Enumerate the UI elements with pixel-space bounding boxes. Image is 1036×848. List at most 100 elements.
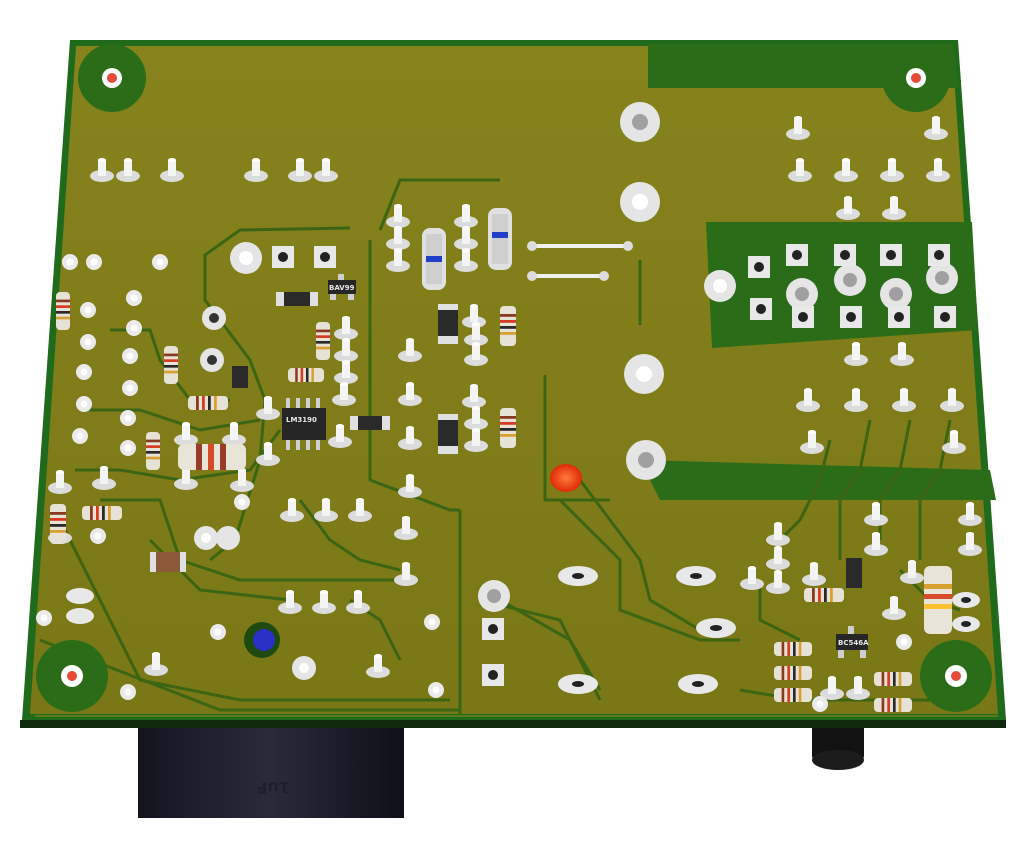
pin <box>312 590 336 614</box>
large-pad <box>200 348 224 372</box>
electrolytic-capacitor <box>812 724 864 770</box>
large-pad <box>624 354 664 394</box>
pin <box>940 388 964 412</box>
large-pad <box>194 526 218 550</box>
square-pad <box>314 246 336 268</box>
via <box>122 380 138 396</box>
pin <box>796 388 820 412</box>
ic-label: LM3190 <box>286 416 317 424</box>
transistor-bc546a: BC546A <box>836 626 869 658</box>
pin <box>278 590 302 614</box>
oval-pad <box>952 592 980 608</box>
smd-capacitor <box>150 552 186 572</box>
pin <box>144 652 168 676</box>
capacitor-label: 1uF <box>257 778 290 797</box>
glass-diode <box>488 208 512 270</box>
diode-label: BAV99 <box>329 284 355 292</box>
square-pad <box>482 618 504 640</box>
pin <box>900 560 924 584</box>
via <box>80 302 96 318</box>
pin <box>346 590 370 614</box>
large-pad <box>478 580 510 612</box>
glass-diodes <box>422 208 512 290</box>
pin <box>846 676 870 700</box>
pcb-board <box>20 40 1006 728</box>
mounting-hole-top-right <box>882 44 950 112</box>
via <box>36 610 52 626</box>
pin <box>222 422 246 446</box>
resistor <box>82 506 122 520</box>
large-pad <box>786 278 818 310</box>
clearance-lower-right <box>640 460 996 500</box>
resistor <box>164 346 178 384</box>
pin <box>334 338 358 362</box>
pin <box>820 676 844 700</box>
pin <box>288 158 312 182</box>
pin <box>174 422 198 446</box>
pin <box>280 498 304 522</box>
smd-diode <box>846 558 862 588</box>
pin <box>464 342 488 366</box>
via <box>76 364 92 380</box>
square-pad <box>880 244 902 266</box>
resistor <box>874 672 912 686</box>
pin <box>464 428 488 452</box>
mounting-hole-top-left <box>78 44 146 112</box>
jumper-wires <box>527 241 633 281</box>
via <box>126 320 142 336</box>
pin <box>394 562 418 586</box>
oval-pad <box>66 608 94 624</box>
square-pads <box>272 244 956 686</box>
oval-pad <box>66 588 94 604</box>
via <box>424 614 440 630</box>
square-pad <box>748 256 770 278</box>
pin <box>90 158 114 182</box>
resistor <box>500 408 516 448</box>
via <box>126 290 142 306</box>
pin <box>230 468 254 492</box>
pin <box>48 470 72 494</box>
via <box>120 684 136 700</box>
via <box>122 348 138 364</box>
resistor <box>874 698 912 712</box>
pin <box>394 516 418 540</box>
pin <box>160 158 184 182</box>
resistor <box>188 396 228 410</box>
resistor-group <box>50 292 912 712</box>
via <box>210 624 226 640</box>
resistor <box>774 688 812 702</box>
oval-pad <box>676 566 716 586</box>
resistor <box>804 588 844 602</box>
square-pad <box>792 306 814 328</box>
resistor <box>500 306 516 346</box>
via <box>152 254 168 270</box>
pin <box>328 424 352 448</box>
oval-pads <box>66 566 980 694</box>
via <box>120 440 136 456</box>
pin <box>398 382 422 406</box>
via <box>896 634 912 650</box>
pin <box>454 204 478 228</box>
square-pad <box>888 306 910 328</box>
pin <box>256 442 280 466</box>
pin <box>256 396 280 420</box>
copper-pour <box>30 46 998 714</box>
resistor <box>774 666 812 680</box>
pin <box>314 498 338 522</box>
diode-bav99: BAV99 <box>328 274 356 300</box>
square-pad <box>482 664 504 686</box>
square-pad <box>786 244 808 266</box>
square-pad <box>750 298 772 320</box>
via <box>80 334 96 350</box>
pin <box>892 388 916 412</box>
pin <box>92 466 116 490</box>
oval-pad <box>696 618 736 638</box>
via <box>90 528 106 544</box>
pin <box>464 322 488 346</box>
pin <box>464 406 488 430</box>
pin <box>882 596 906 620</box>
large-pad <box>704 270 736 302</box>
clearance-top-right <box>648 44 958 88</box>
via <box>86 254 102 270</box>
